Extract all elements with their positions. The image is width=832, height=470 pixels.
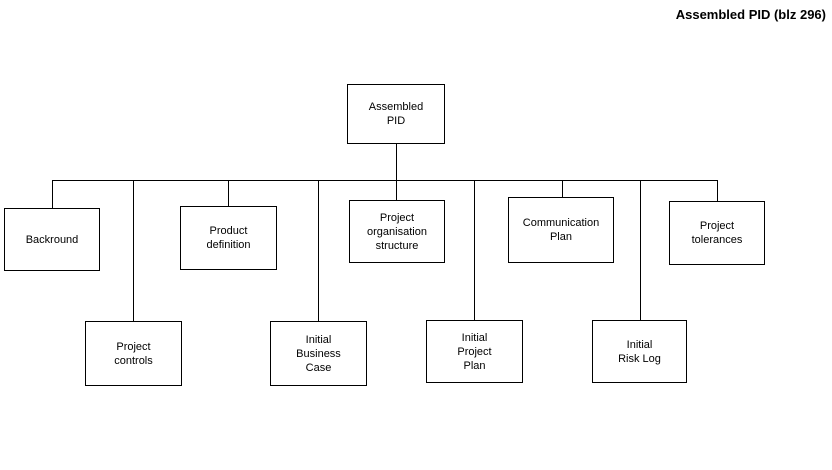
node-assembled-pid: Assembled PID [347, 84, 445, 144]
node-project-controls: Project controls [85, 321, 182, 386]
connector-product-definition [228, 180, 229, 206]
node-initial-risk-log: Initial Risk Log [592, 320, 687, 383]
node-initial-project-plan: Initial Project Plan [426, 320, 523, 383]
connector-initial-project-plan [474, 180, 475, 320]
node-communication-plan: Communication Plan [508, 197, 614, 263]
connector-initial-business-case [318, 180, 319, 321]
connector-project-controls [133, 180, 134, 321]
node-backround: Backround [4, 208, 100, 271]
connector-initial-risk-log [640, 180, 641, 320]
node-product-definition: Product definition [180, 206, 277, 270]
node-project-organisation-structure: Project organisation structure [349, 200, 445, 263]
connector-project-organisation-structure [396, 180, 397, 200]
connector-root-drop [396, 144, 397, 180]
connector-backround [52, 180, 53, 208]
node-project-tolerances: Project tolerances [669, 201, 765, 265]
connector-project-tolerances [717, 180, 718, 201]
connector-communication-plan [562, 180, 563, 197]
node-initial-business-case: Initial Business Case [270, 321, 367, 386]
page-title: Assembled PID (blz 296) [675, 7, 826, 22]
connector-bus [52, 180, 718, 181]
